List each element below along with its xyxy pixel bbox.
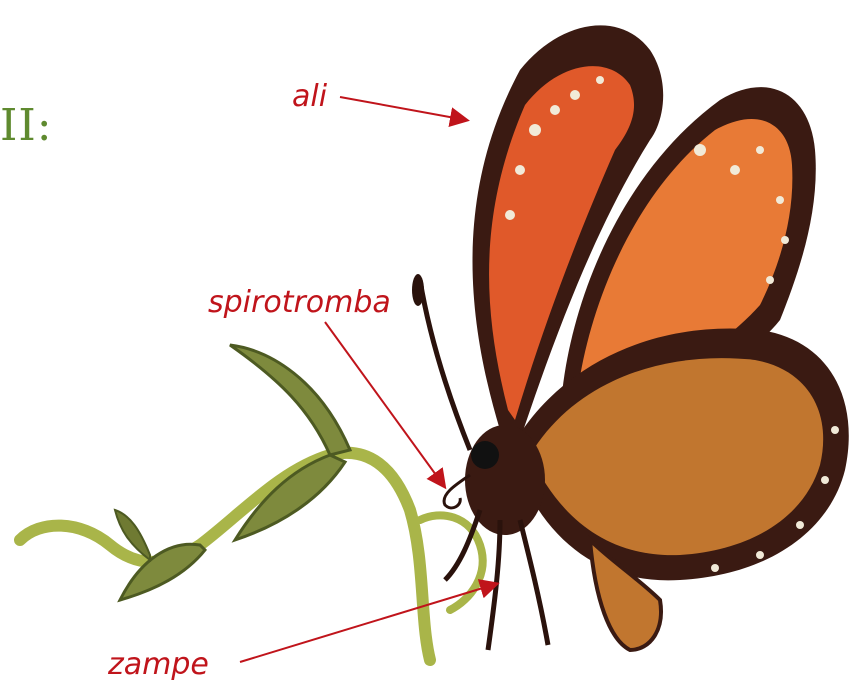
arrow-zampe: [240, 584, 496, 662]
label-spirotromba: spirotromba: [208, 285, 391, 320]
arrow-ali: [340, 97, 466, 120]
butterfly-illustration: [412, 25, 849, 650]
plant-stem-illustration: [20, 345, 483, 660]
label-zampe: zampe: [107, 647, 209, 682]
label-ali: ali: [292, 79, 328, 114]
